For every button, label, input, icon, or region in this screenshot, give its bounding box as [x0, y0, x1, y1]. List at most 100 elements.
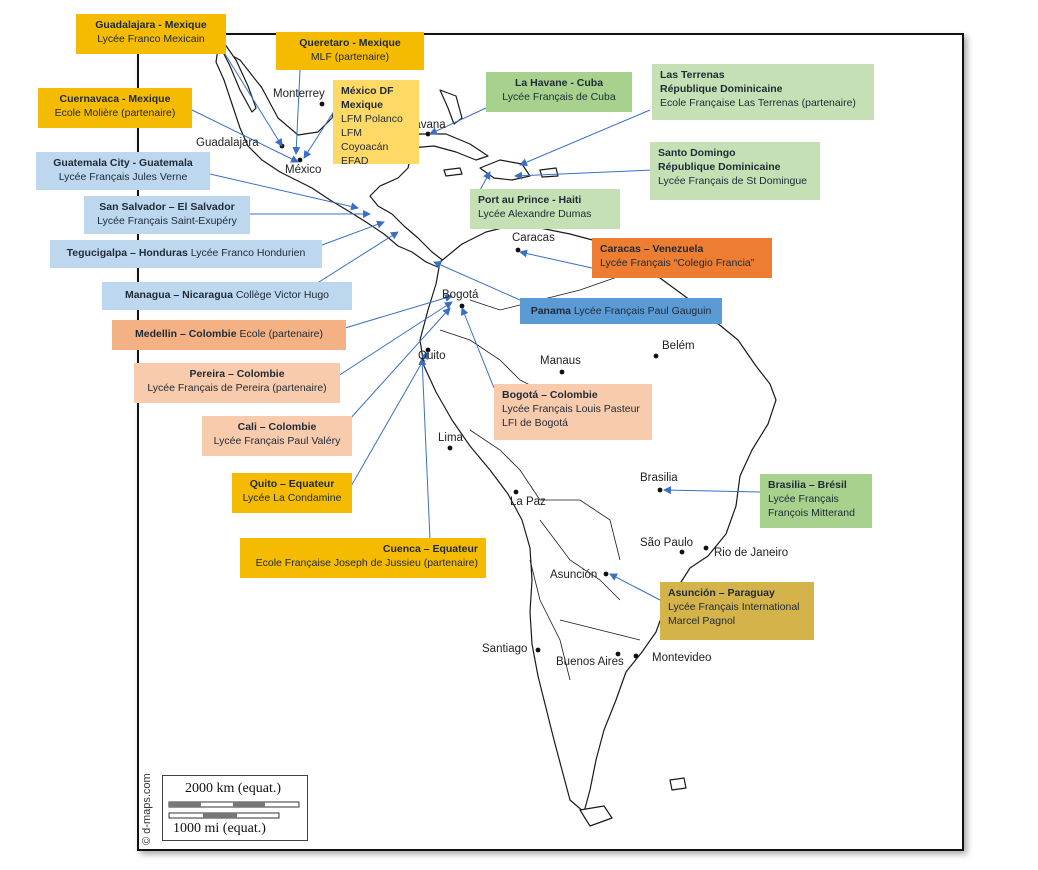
city-label-bogota: Bogotá [442, 289, 479, 301]
city-dot-asuncion [603, 571, 609, 577]
arrow-caracas [519, 249, 593, 269]
callout-san-salvador: San Salvador – El Salvador Lycée Françai… [84, 196, 250, 234]
puerto-rico-island [539, 167, 559, 178]
callout-managua: Managua – Nicaragua Collège Victor Hugo [102, 282, 352, 310]
scale-bar: 2000 km (equat.) 1000 mi (equat.) [162, 775, 308, 841]
callout-cali: Cali – Colombie Lycée Français Paul Valé… [202, 416, 352, 456]
city-label-saopaulo: São Paulo [640, 537, 694, 549]
callout-school: Lycée Français de Pereira (partenaire) [147, 382, 327, 394]
callout-title: Pereira – Colombie [189, 368, 285, 380]
jamaica-island [443, 167, 463, 177]
callout-school: Ecole (partenaire) [239, 328, 323, 340]
callout-title: Panama [530, 305, 571, 317]
city-dot-belem [653, 353, 659, 359]
scale-km-label: 2000 km (equat.) [185, 781, 282, 796]
callout-asuncion: Asunción – Paraguay Lycée Français Inter… [660, 582, 814, 640]
callout-tegucigalpa: Tegucigalpa – Honduras Lycée Franco Hond… [50, 240, 322, 268]
city-dot-lapaz [513, 489, 519, 495]
city-dot-bogota [459, 303, 465, 309]
callout-title: Managua – Nicaragua [124, 289, 233, 301]
callout-port-au-prince: Port au Prince - Haiti Lycée Alexandre D… [470, 189, 620, 229]
city-label-mexico: México [285, 164, 322, 176]
callout-school: Lycée La Condamine [242, 492, 342, 504]
arrow-cali [339, 307, 451, 431]
callout-title: Guatemala City - Guatemala [53, 157, 193, 169]
city-dot-montevideo [633, 653, 639, 659]
callout-school: MLF (partenaire) [310, 51, 390, 63]
callout-school: EFAD [341, 155, 369, 164]
arrow-brasilia [663, 486, 761, 495]
arrow-mexico-df [303, 107, 337, 159]
arrow-panama [433, 261, 521, 301]
city-dot-caracas [515, 247, 521, 253]
callout-title: México DF Mexique [341, 85, 394, 111]
city-dot-monterrey [319, 101, 325, 107]
callout-medellin: Medellin – Colombie Ecole (partenaire) [112, 320, 346, 350]
callout-school: Lycée Français International [668, 601, 800, 613]
callout-santo-domingo: Santo Domingo République Dominicaine Lyc… [650, 142, 820, 200]
arrow-quito [349, 351, 429, 489]
callout-school-underlined: François Mitterand [768, 507, 855, 519]
callout-la-havane: La Havane - Cuba Lycée Français de Cuba [486, 72, 632, 112]
arrow-queretaro [292, 69, 301, 155]
callout-school: Ecole Française Las Terrenas (partenaire… [660, 97, 856, 109]
callout-cuenca: Cuenca – Equateur Ecole Française Joseph… [240, 538, 486, 578]
scale-bar-graphic [168, 801, 300, 819]
city-label-belem: Belém [662, 340, 695, 352]
tierra-del-fuego [579, 805, 613, 827]
city-label-montevideo: Montevideo [652, 652, 712, 664]
callout-school: Marcel Pagnol [668, 615, 736, 627]
city-label-manaus: Manaus [540, 355, 581, 367]
arrow-cuenca [418, 357, 431, 541]
callout-arrows [191, 53, 761, 601]
arrow-medellin [344, 294, 453, 329]
callout-title: Port au Prince - Haiti [478, 194, 582, 206]
city-dot-buenosaires [615, 651, 621, 657]
callout-school: Lycée Français de St Domingue [658, 175, 808, 187]
callout-title: Bogotá – Colombie [502, 389, 598, 401]
city-label-lima: Lima [438, 432, 463, 444]
arrow-la-havane [429, 107, 487, 135]
city-label-monterrey: Monterrey [273, 88, 325, 100]
callout-title: Tegucigalpa – Honduras [66, 247, 188, 259]
callout-school-2: François Mitterand [768, 506, 864, 520]
city-label-caracas: Caracas [512, 232, 555, 244]
callout-title: Queretaro - Mexique [299, 37, 401, 49]
callout-title: Cuenca – Equateur [382, 543, 478, 555]
callout-school: Lycée Français Jules Verne [58, 171, 188, 183]
callout-title: Quito – Equateur [249, 478, 335, 490]
arrow-port-au-prince [479, 171, 491, 191]
callout-title: Las Terrenas [660, 69, 725, 81]
callout-pereira: Pereira – Colombie Lycée Français de Per… [134, 363, 340, 403]
city-dot-manaus [559, 369, 565, 375]
city-dot-lima [447, 445, 453, 451]
callout-las-terrenas: Las Terrenas République Dominicaine Ecol… [652, 64, 874, 120]
callout-title: La Havane - Cuba [514, 77, 604, 89]
callout-school: Lycée Français Saint-Exupéry [97, 215, 237, 227]
callout-school: Lycée Français “Colegio Francia” [600, 257, 755, 269]
arrow-bogota [460, 307, 495, 389]
callout-school: LFM Polanco [341, 113, 403, 125]
callout-queretaro: Queretaro - Mexique MLF (partenaire) [276, 32, 424, 70]
callout-title: Caracas – Venezuela [600, 243, 704, 255]
callout-guatemala: Guatemala City - Guatemala Lycée Françai… [36, 152, 210, 190]
callout-panama: Panama Lycée Français Paul Gauguin [520, 298, 722, 324]
city-label-rio: Rio de Janeiro [714, 547, 789, 559]
arrow-tegucigalpa [313, 220, 385, 249]
callout-bogota: Bogotá – Colombie Lycée Français Louis P… [494, 384, 652, 440]
callout-brasilia: Brasilia – Brésil Lycée Français Françoi… [760, 474, 872, 528]
city-dot-mexico [297, 157, 303, 163]
city-label-quito: Quito [418, 350, 446, 362]
city-label-santiago: Santiago [482, 643, 528, 655]
callout-mexico-df: México DF Mexique LFM Polanco LFM Coyoac… [333, 80, 419, 164]
arrow-guatemala [209, 173, 359, 211]
callout-school: Lycée Franco Mexicain [97, 33, 205, 45]
arrow-las-terrenas [519, 109, 651, 166]
callout-title: Cuernavaca - Mexique [59, 93, 171, 105]
callout-school: Lycée Français Paul Valéry [213, 435, 341, 447]
city-dot-saopaulo [679, 549, 685, 555]
arrow-santo-domingo [514, 169, 653, 180]
city-dot-brasilia [657, 487, 663, 493]
callout-guadalajara: Guadalajara - Mexique Lycée Franco Mexic… [76, 14, 226, 54]
city-dot-havana [425, 131, 431, 137]
